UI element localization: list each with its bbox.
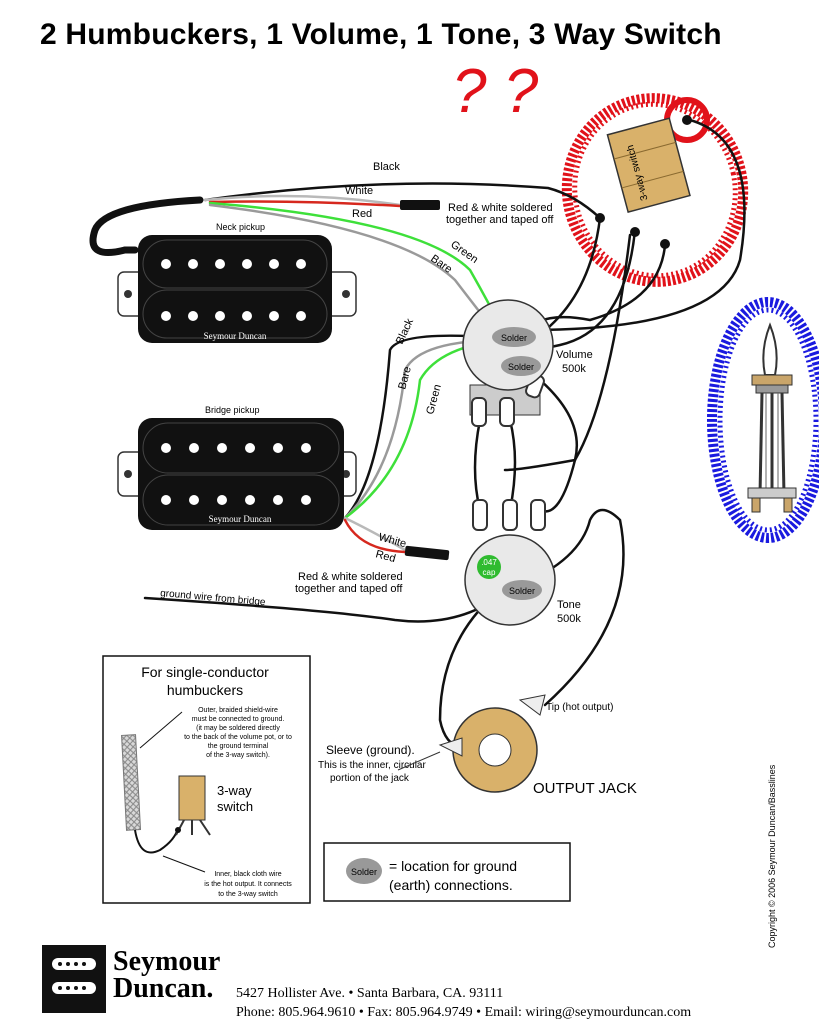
wire-label-white: White [345, 185, 373, 197]
tone-solder-label: Solder [509, 586, 535, 596]
company-name-1: Seymour [113, 946, 220, 977]
legend-marker: Solder [351, 867, 377, 877]
volume-solder-label-2: Solder [508, 362, 534, 372]
inset-outer-note-1: Outer, braided shield-wire [198, 707, 278, 714]
neck-pickup-label: Neck pickup [216, 222, 265, 232]
wire-label-bridge-red: Red [374, 548, 397, 565]
ground-wire-label: ground wire from bridge [160, 588, 267, 608]
volume-solder-label-1: Solder [501, 333, 527, 343]
inset-outer-note-2: must be connected to ground. [192, 716, 285, 723]
copyright: Copyright © 2006 Seymour Duncan/Bassline… [767, 764, 777, 948]
solder-spot [501, 356, 541, 376]
inset-inner-note-3: to the 3-way switch [218, 891, 278, 898]
jack-sleeve-line1: Sleeve (ground). [326, 743, 415, 757]
three-way-switch: 3-way switch [595, 115, 692, 249]
inset-outer-note-6: of the 3-way switch). [206, 752, 270, 759]
tone-name: Tone [557, 599, 581, 611]
bridge-pickup: Bridge pickup Seymour Duncan [117, 405, 357, 530]
wire-label-bridge-black: Black [394, 316, 416, 346]
wire-label-bridge-bare: Bare [396, 365, 414, 391]
jack-sleeve-line2: This is the inner, circular [318, 760, 426, 771]
neck-taped-note-line2: together and taped off [446, 214, 554, 226]
inset-switch-label-1: 3-way [217, 783, 252, 798]
jack-sleeve-line3: portion of the jack [330, 773, 410, 784]
inset-outer-note-4: to the back of the volume pot, or to [184, 734, 292, 741]
neck-pickup: Neck pickup Seymour Duncan [117, 222, 357, 343]
jack-tip-label: Tip (hot output) [546, 702, 613, 713]
inset-title-line1: For single-conductor [141, 664, 269, 680]
neck-taped-note-line1: Red & white soldered [448, 202, 553, 214]
neck-taped-wires [400, 200, 440, 210]
inset-inner-note-1: Inner, black cloth wire [214, 871, 281, 878]
bridge-taped-note-line1: Red & white soldered [298, 571, 403, 583]
wire-label-red: Red [352, 208, 372, 220]
volume-name: Volume [556, 349, 593, 361]
wire-label-green: Green [448, 239, 480, 266]
red-scribble-annotation: ? ? [452, 57, 749, 287]
neck-pickup-brand: Seymour Duncan [204, 331, 267, 341]
solder-spot [492, 327, 536, 347]
company-address: 5427 Hollister Ave. • Santa Barbara, CA.… [236, 986, 503, 1001]
company-contact: Phone: 805.964.9610 • Fax: 805.964.9749 … [236, 1005, 691, 1020]
footer: Seymour Duncan. 5427 Hollister Ave. • Sa… [42, 945, 691, 1020]
cap-value: .047 [481, 558, 497, 567]
company-name-2: Duncan. [113, 973, 213, 1004]
volume-lugs [471, 373, 545, 427]
seymour-duncan-logo-icon [42, 945, 106, 1013]
single-conductor-inset: For single-conductor humbuckers Outer, b… [102, 655, 311, 904]
solder-spot [502, 580, 542, 600]
inset-switch-label-2: switch [217, 799, 253, 814]
legend-text-1: = location for ground [389, 858, 517, 874]
tone-value: 500k [557, 613, 581, 625]
output-jack: Tip (hot output) Sleeve (ground). This i… [318, 694, 637, 797]
volume-value: 500k [562, 363, 586, 375]
legend-text-2: (earth) connections. [389, 877, 513, 893]
switch-photo-icon [747, 322, 797, 513]
cap-unit: cap [483, 568, 496, 577]
inset-title-line2: humbuckers [167, 682, 243, 698]
tone-pot: .047 cap Solder Tone 500k [464, 499, 581, 626]
bridge-pickup-label: Bridge pickup [205, 405, 260, 415]
solder-legend: Solder = location for ground (earth) con… [323, 842, 571, 902]
wire-label-bridge-green: Green [424, 383, 444, 416]
volume-pot: Solder Solder Volume 500k [462, 299, 593, 427]
inset-outer-note-5: the ground terminal [208, 743, 269, 750]
inset-inner-note-2: is the hot output. It connects [204, 881, 292, 888]
question-marks: ? ? [452, 57, 539, 126]
bridge-taped-note-line2: together and taped off [295, 583, 403, 595]
tone-lugs [472, 499, 546, 531]
bridge-pickup-brand: Seymour Duncan [209, 514, 272, 524]
bridge-taped-wires [404, 545, 450, 561]
blue-scribble-annotation [707, 297, 819, 543]
wire-label-black: Black [373, 161, 400, 173]
capacitor [477, 555, 501, 579]
jack-label: OUTPUT JACK [533, 780, 637, 797]
inset-outer-note-3: (it may be soldered directly [196, 725, 280, 732]
page-title: 2 Humbuckers, 1 Volume, 1 Tone, 3 Way Sw… [40, 18, 722, 51]
